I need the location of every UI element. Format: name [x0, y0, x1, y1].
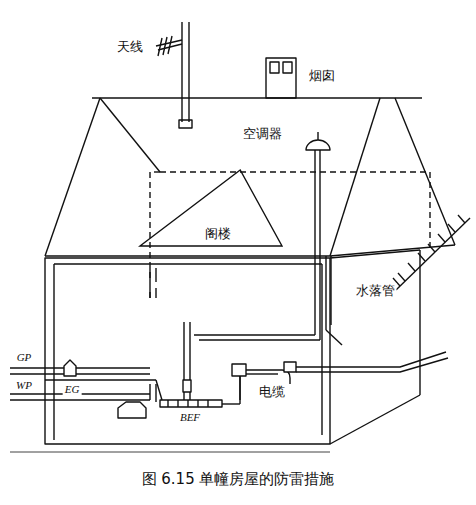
hidden-edges [150, 172, 430, 300]
rain-downpipe [326, 256, 342, 345]
pipe-label: GP [15, 351, 34, 364]
downpipe-label: 水落管 [354, 283, 397, 299]
antenna-label: 天线 [115, 39, 145, 55]
inner-conductor [150, 268, 156, 298]
bar-label: BEF [178, 411, 202, 424]
chimney-label: 烟囱 [307, 68, 337, 84]
attic-triangle: 阁楼 [138, 168, 284, 248]
air-conditioner [194, 132, 330, 340]
cable-label: 电缆 [257, 384, 287, 400]
ground-line [10, 452, 330, 453]
equipment-label: 空调器 [241, 126, 284, 142]
ground-line [393, 215, 470, 290]
earth-label: EG [63, 383, 82, 396]
chimney [266, 58, 296, 98]
figure-caption: 图 6.15 单幢房屋的防雷措施 [0, 470, 476, 489]
bonding-bar [45, 322, 240, 407]
attic-outline [140, 170, 282, 246]
cable [232, 352, 448, 400]
attic-label: 阁楼 [203, 226, 233, 242]
roof [45, 98, 455, 256]
walls [45, 250, 420, 444]
antenna [156, 22, 192, 128]
pipe-label: WP [14, 379, 34, 392]
